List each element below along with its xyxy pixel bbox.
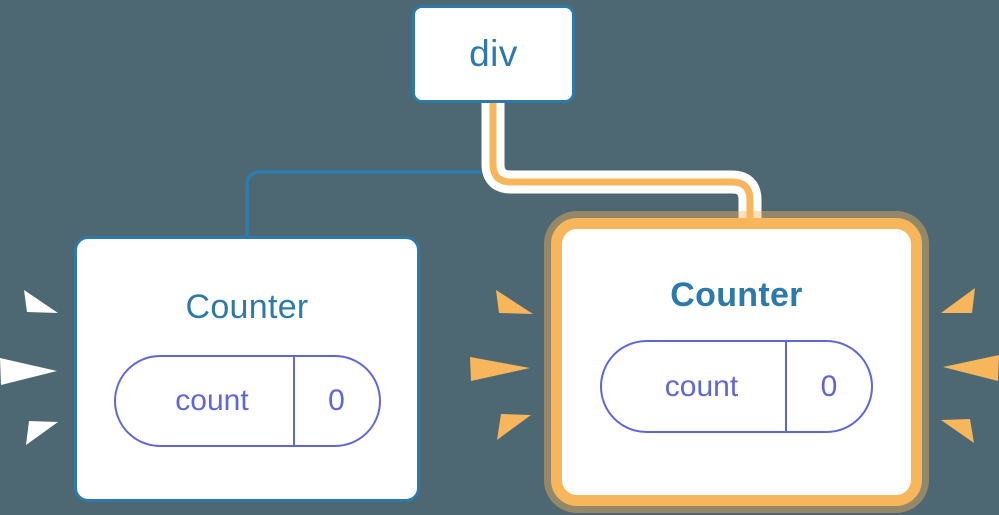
sparkle-ray [497,414,531,440]
sparkle-ray [470,357,530,381]
state-pill-divider [292,357,295,445]
sparkle-ray [496,290,533,314]
edge-div-to-counter-left [245,101,495,238]
edge-div-to-counter-right [489,99,754,240]
node-counter-left-label: Counter [185,288,309,326]
node-counter-left[interactable]: Counter count 0 [74,236,420,502]
node-div[interactable]: div [412,5,575,103]
sparkle-ray [941,419,974,443]
node-div-label: div [469,33,518,74]
sparkle-ray [941,288,975,313]
sparkle-group-right-orange [941,288,999,443]
node-counter-right-label: Counter [670,276,803,314]
sparkle-ray [0,358,57,385]
state-pill-divider [785,342,787,431]
state-key-right: count [664,369,739,403]
edge-highlight-halo [481,91,762,248]
node-counter-right[interactable]: Counter count 0 [551,218,922,506]
state-pill-left[interactable]: count 0 [113,355,381,447]
sparkle-ray [943,355,999,381]
sparkle-group-left-white [0,290,58,445]
sparkle-ray [26,421,58,445]
sparkle-ray [24,290,58,313]
state-value-right: 0 [820,369,838,403]
state-pill-right[interactable]: count 0 [600,340,873,433]
state-key-left: count [175,384,249,417]
sparkle-group-middle-orange [470,290,533,440]
state-value-left: 0 [328,384,345,417]
